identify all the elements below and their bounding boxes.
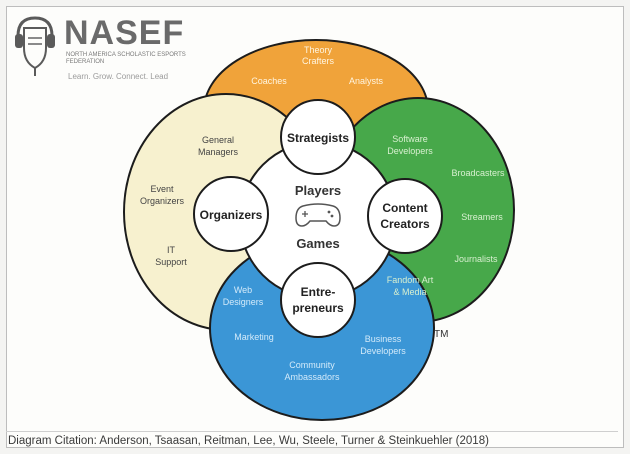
role-web: Web bbox=[234, 285, 252, 295]
hub-label-entre: Entre- bbox=[301, 285, 336, 299]
logo-wordmark: NASEF bbox=[64, 14, 185, 52]
hub-label-strategists: Strategists bbox=[287, 131, 349, 145]
hub-label-content: Content bbox=[382, 201, 427, 215]
role-it: IT bbox=[167, 245, 176, 255]
hub-label-organizers: Organizers bbox=[200, 208, 263, 222]
hub-label-preneurs: preneurs bbox=[292, 301, 344, 315]
hub-label-creators: Creators bbox=[380, 217, 430, 231]
nasef-logo: NASEF NORTH AMERICA SCHOLASTIC ESPORTS F… bbox=[12, 10, 186, 85]
role-organizers: Organizers bbox=[140, 196, 185, 206]
strategists-hub bbox=[280, 99, 356, 175]
role-support: Support bbox=[155, 257, 187, 267]
entrepreneurs-hub bbox=[280, 262, 356, 338]
organizers-hub bbox=[193, 176, 269, 252]
role-coaches: Coaches bbox=[251, 76, 287, 86]
role-media: & Media bbox=[393, 287, 426, 297]
role-managers: Managers bbox=[198, 147, 239, 157]
role-streamers: Streamers bbox=[461, 212, 503, 222]
logo-tagline: Learn. Grow. Connect. Lead bbox=[68, 72, 169, 81]
role-developers: Developers bbox=[387, 146, 433, 156]
center-label-players: Players bbox=[295, 183, 341, 198]
role-journalists: Journalists bbox=[454, 254, 498, 264]
center-label-games: Games bbox=[296, 236, 339, 251]
role-event: Event bbox=[150, 184, 174, 194]
role-business: Business bbox=[365, 334, 402, 344]
trademark-mark: TM bbox=[434, 329, 449, 340]
role-marketing: Marketing bbox=[234, 332, 274, 342]
role-ambassadors: Ambassadors bbox=[284, 372, 340, 382]
role-software: Software bbox=[392, 134, 428, 144]
role-designers: Designers bbox=[223, 297, 264, 307]
logo-subtitle: NORTH AMERICA SCHOLASTIC ESPORTS FEDERAT… bbox=[66, 52, 186, 65]
role-biz-developers: Developers bbox=[360, 346, 406, 356]
role-broadcasters: Broadcasters bbox=[451, 168, 505, 178]
gamepad-icon bbox=[295, 203, 341, 227]
headset-crest-icon bbox=[15, 16, 55, 76]
role-analysts: Analysts bbox=[349, 76, 384, 86]
diagram-citation: Diagram Citation: Anderson, Tsaasan, Rei… bbox=[6, 431, 618, 449]
role-fandom: Fandom Art bbox=[387, 275, 434, 285]
role-crafters: Crafters bbox=[302, 56, 335, 66]
role-theory: Theory bbox=[304, 45, 333, 55]
role-general: General bbox=[202, 135, 234, 145]
content-creators-hub bbox=[367, 178, 443, 254]
role-community: Community bbox=[289, 360, 335, 370]
